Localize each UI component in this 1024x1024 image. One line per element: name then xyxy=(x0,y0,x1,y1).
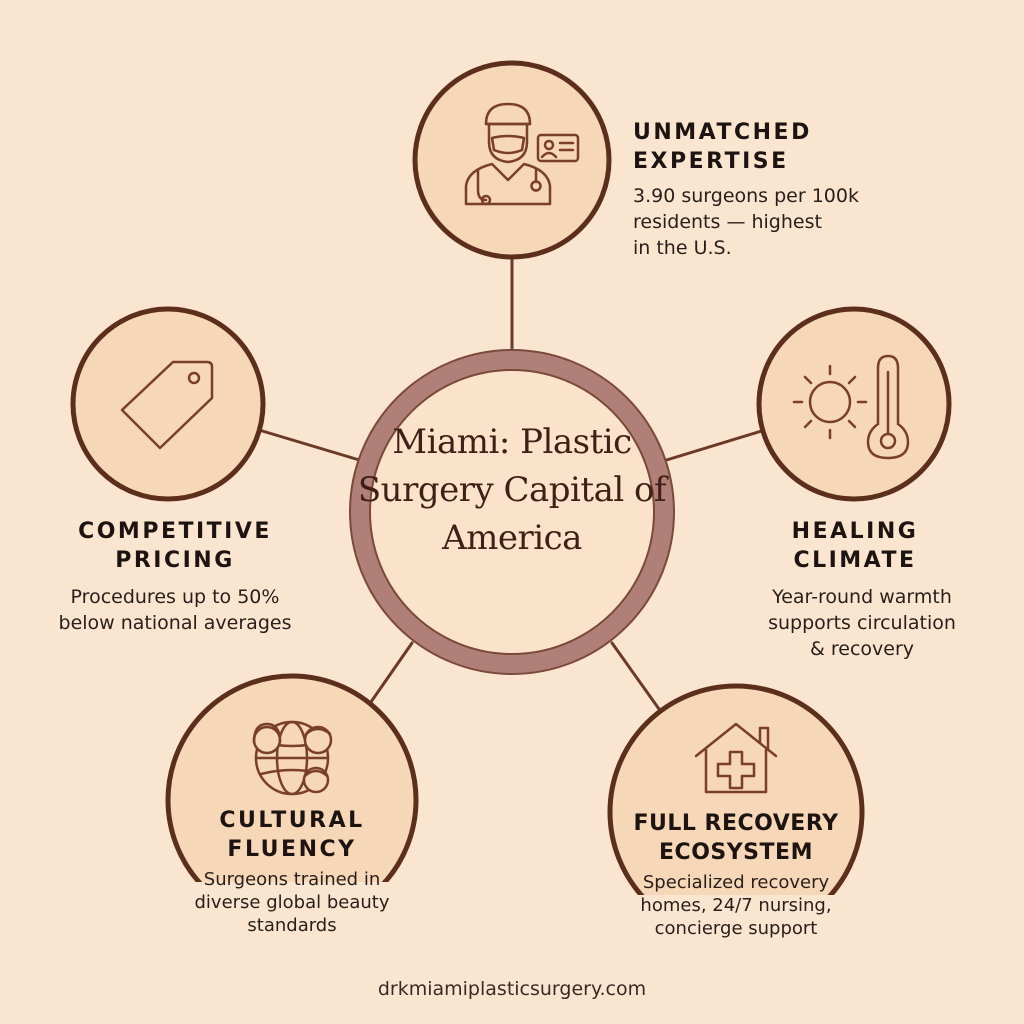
connector-pricing xyxy=(257,428,368,464)
surgeon-with-id-card-icon xyxy=(464,102,580,206)
expertise-title-line1: UNMATCHED xyxy=(633,120,812,145)
connectors xyxy=(257,256,767,718)
expertise-desc-line1: 3.90 surgeons per 100k xyxy=(633,185,859,207)
expertise-title: UNMATCHED EXPERTISE xyxy=(633,118,812,176)
recovery-title-line2: ECOSYSTEM xyxy=(659,840,813,865)
expertise-description: 3.90 surgeons per 100k residents — highe… xyxy=(633,183,859,261)
footer-url: drkmiamiplasticsurgery.com xyxy=(377,978,647,1000)
pricing-node xyxy=(70,306,266,502)
cultural-desc-line3: standards xyxy=(247,915,337,936)
hub-node xyxy=(349,349,675,675)
pricing-title-line1: COMPETITIVE xyxy=(78,519,272,544)
cultural-desc-line2: diverse global beauty xyxy=(194,892,390,913)
climate-title-line2: CLIMATE xyxy=(793,548,917,573)
climate-title-line1: HEALING xyxy=(791,519,919,544)
recovery-desc-line3: concierge support xyxy=(654,918,818,939)
pricing-title: COMPETITIVE PRICING xyxy=(40,517,310,575)
pricing-desc-line1: Procedures up to 50% xyxy=(70,586,280,608)
climate-desc-line2: supports circulation xyxy=(768,612,956,634)
connector-recovery xyxy=(610,641,666,718)
pricing-description: Procedures up to 50% below national aver… xyxy=(20,584,330,636)
connector-climate xyxy=(658,428,767,464)
cultural-title-line2: FLUENCY xyxy=(227,837,357,862)
recovery-desc-line2: homes, 24/7 nursing, xyxy=(640,895,832,916)
recovery-description: Specialized recovery homes, 24/7 nursing… xyxy=(606,871,866,940)
recovery-title-line1: FULL RECOVERY xyxy=(633,811,839,836)
cultural-node xyxy=(165,673,419,882)
house-medical-cross-icon xyxy=(694,722,778,794)
connector-cultural xyxy=(362,641,414,714)
expertise-desc-line3: in the U.S. xyxy=(633,237,732,259)
pricing-title-line2: PRICING xyxy=(115,548,235,573)
cultural-title: CULTURAL FLUENCY xyxy=(172,806,412,864)
climate-description: Year-round warmth supports circulation &… xyxy=(735,584,989,662)
pricing-desc-line2: below national averages xyxy=(58,612,292,634)
expertise-desc-line2: residents — highest xyxy=(633,211,822,233)
cultural-title-line1: CULTURAL xyxy=(219,808,365,833)
expertise-title-line2: EXPERTISE xyxy=(633,149,789,174)
hub-title: Miami: Plastic Surgery Capital of Americ… xyxy=(357,422,667,558)
climate-node xyxy=(756,306,952,502)
climate-desc-line3: & recovery xyxy=(810,638,914,660)
recovery-node xyxy=(607,683,865,895)
climate-desc-line1: Year-round warmth xyxy=(772,586,952,608)
price-tag-icon xyxy=(120,360,214,450)
cultural-description: Surgeons trained in diverse global beaut… xyxy=(162,868,422,937)
cultural-desc-line1: Surgeons trained in xyxy=(203,869,381,890)
recovery-desc-line1: Specialized recovery xyxy=(642,872,830,893)
climate-title: HEALING CLIMATE xyxy=(760,517,950,575)
expertise-node xyxy=(412,60,612,260)
recovery-title: FULL RECOVERY ECOSYSTEM xyxy=(604,809,868,867)
sun-thermometer-icon xyxy=(792,354,910,460)
globe-faces-icon xyxy=(252,720,333,796)
